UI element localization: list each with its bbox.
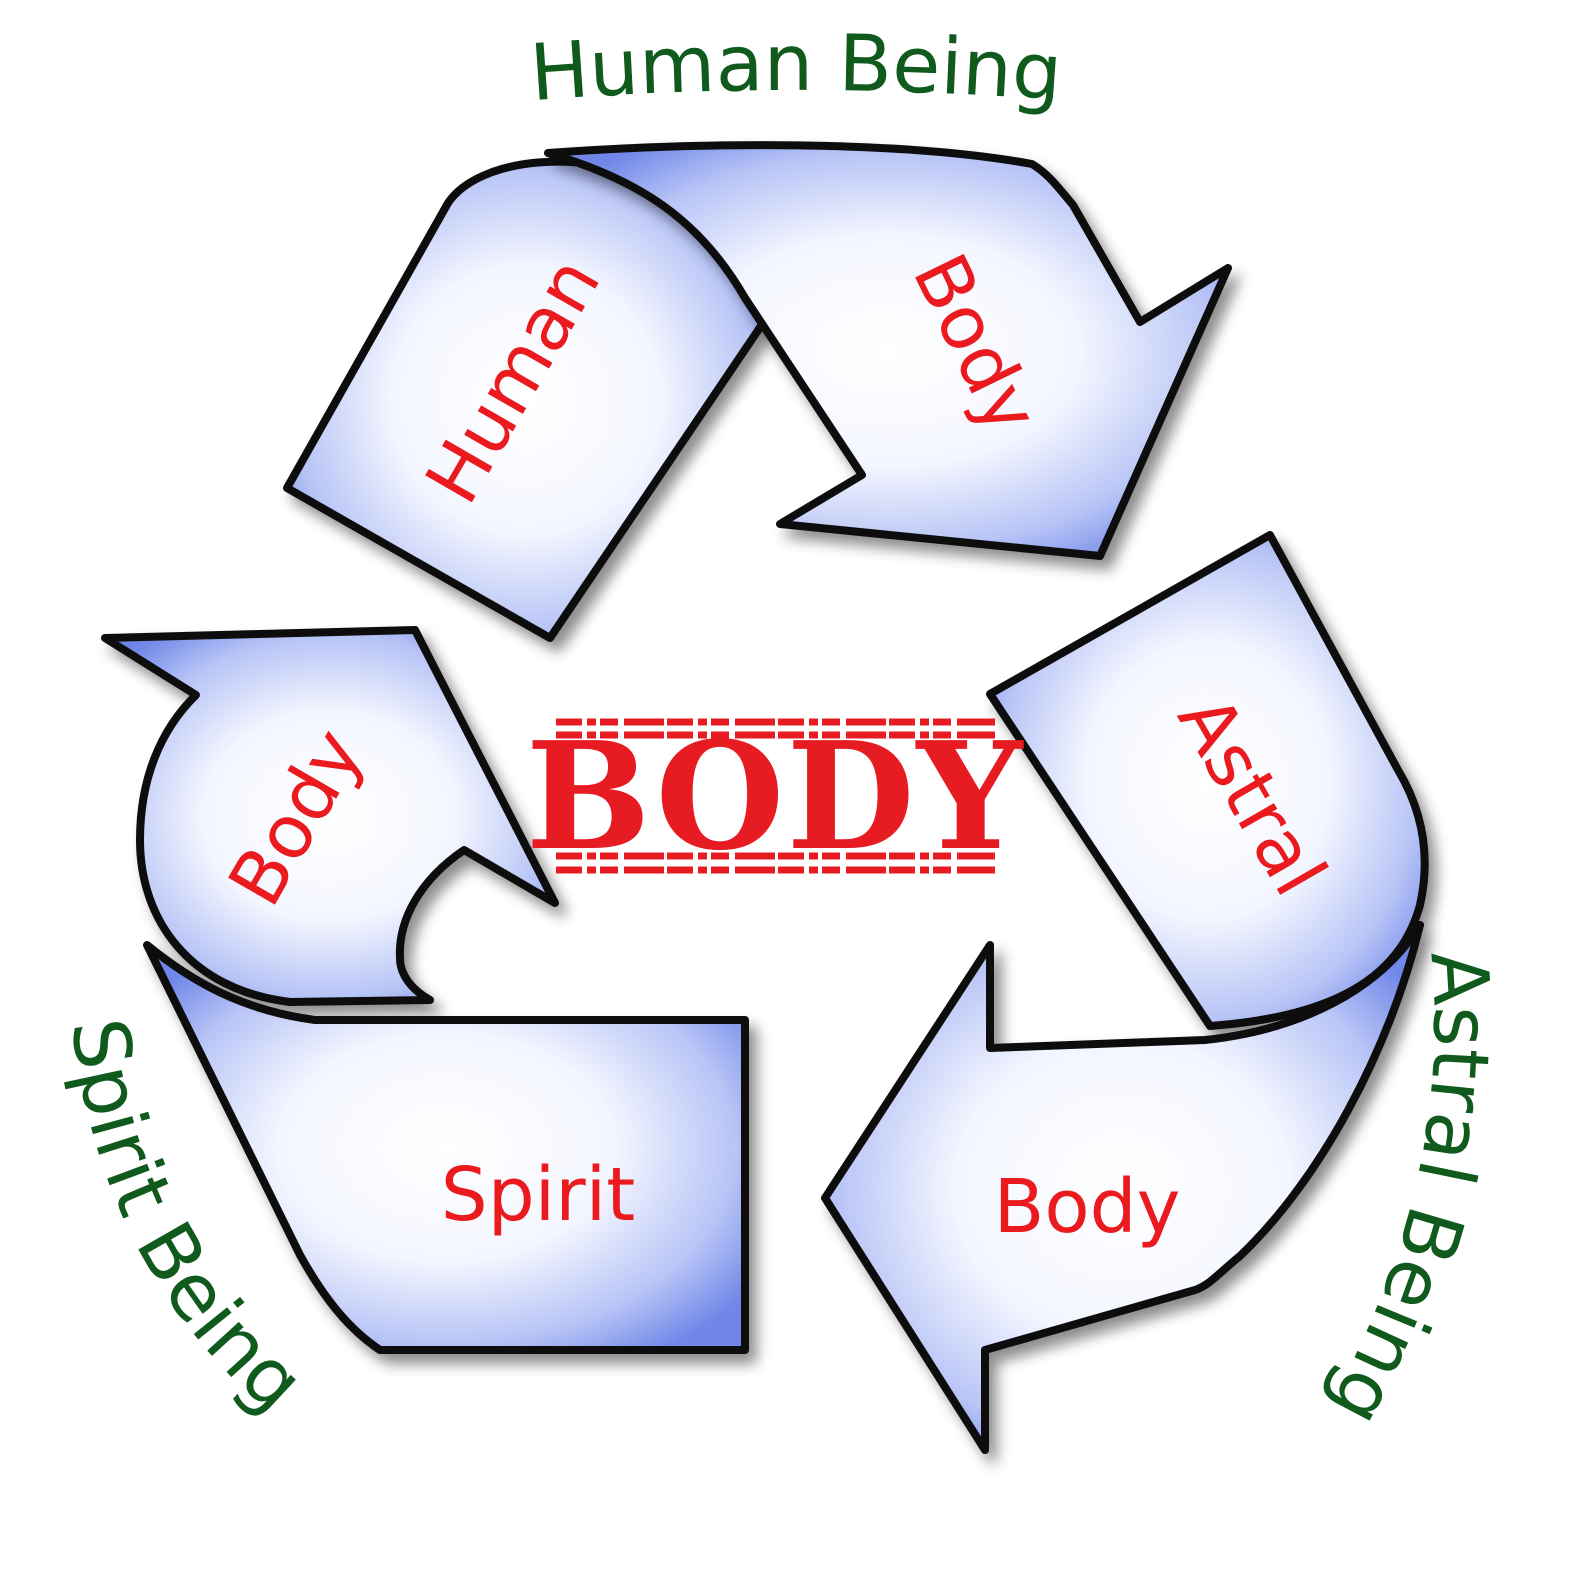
outer-label-human-being: Human Being	[527, 19, 1065, 119]
arrow-top-right-body: Body	[544, 141, 1232, 560]
arrow-left-top-body: Body	[101, 626, 559, 1006]
arrow-right-bottom-body: Body	[821, 921, 1424, 1454]
arrow-label-astral-body: Body	[994, 1164, 1181, 1250]
center-stamp: BODY	[526, 709, 1023, 883]
outer-label-human-being-path: Human Being	[527, 19, 1065, 119]
arrow-top-left-human: Human	[283, 157, 769, 642]
arrow-right-top-astral: Astral	[986, 531, 1429, 1030]
arrow-left-bottom-spirit: Spirit	[143, 941, 749, 1354]
arrow-label-spirit: Spirit	[441, 1152, 636, 1238]
